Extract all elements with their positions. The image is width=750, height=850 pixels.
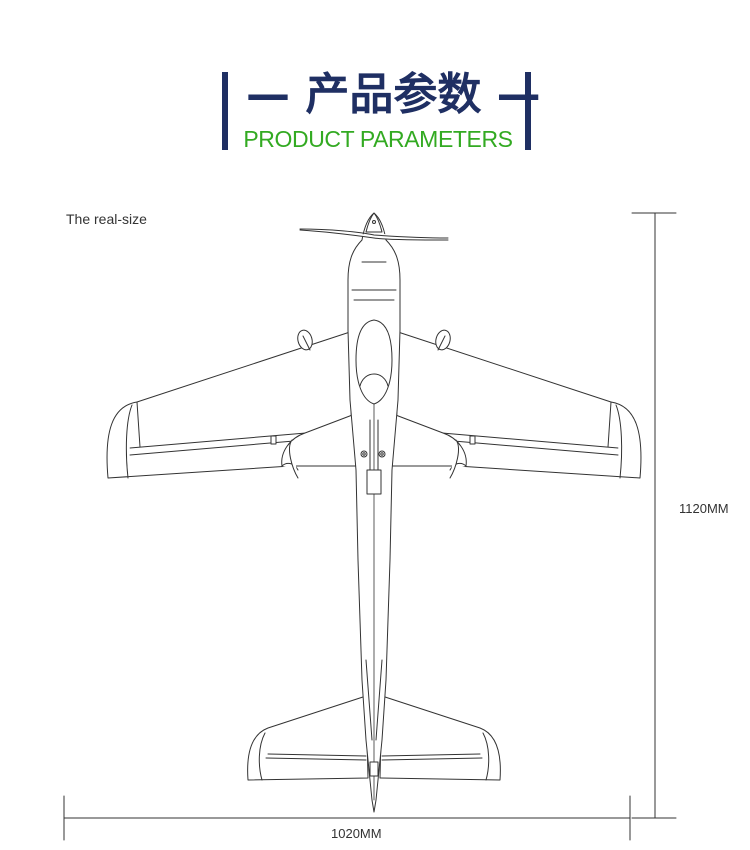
real-size-caption: The real-size bbox=[66, 211, 147, 227]
propeller bbox=[299, 212, 449, 241]
width-dimension-label: 1020MM bbox=[331, 826, 382, 841]
section-header: — 产品参数 — PRODUCT PARAMETERS bbox=[0, 0, 750, 170]
airplane-fuselage bbox=[347, 212, 401, 813]
height-dimension-label: 1120MM bbox=[679, 501, 729, 516]
width-dimension-line bbox=[63, 795, 631, 841]
airplane-tail bbox=[247, 695, 501, 781]
section-title-cn: — 产品参数 — bbox=[246, 69, 541, 120]
header-left-bar bbox=[222, 72, 228, 150]
height-dimension-line bbox=[631, 212, 677, 819]
wing-pods bbox=[297, 329, 451, 351]
header-right-bar bbox=[525, 72, 531, 150]
section-title-en: PRODUCT PARAMETERS bbox=[243, 126, 513, 152]
center-fairing bbox=[281, 413, 467, 479]
